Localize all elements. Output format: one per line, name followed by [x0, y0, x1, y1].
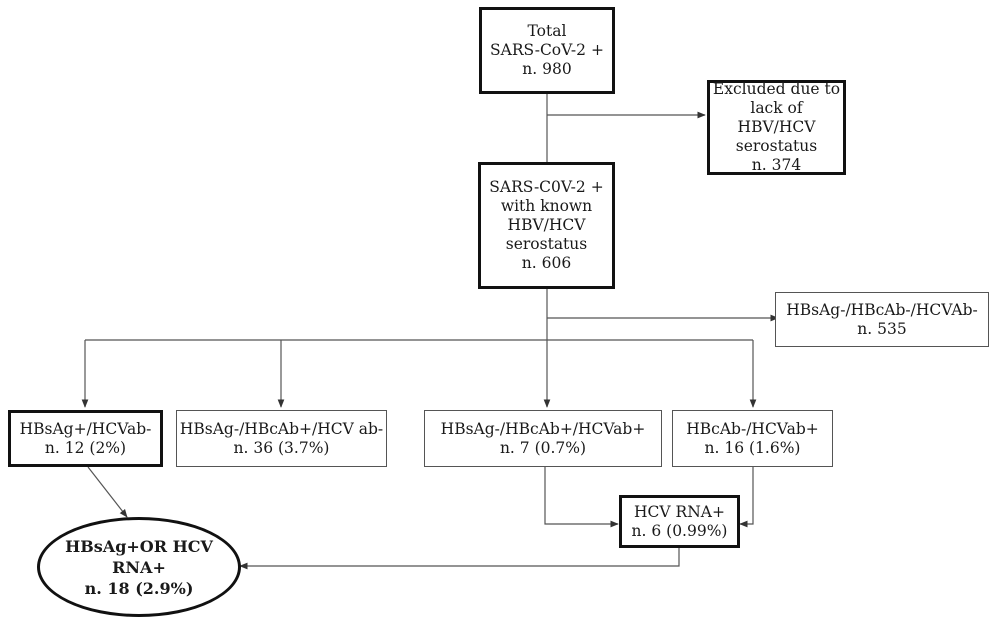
hbcab-hcv-line-2: n. 7 (0.7%): [499, 438, 587, 457]
total-line-2: SARS-CoV-2 +: [490, 41, 604, 59]
excluded-line-1: Excluded due to: [712, 80, 841, 98]
negative-line-1: HBsAg-/HBcAb-/HCVAb-: [786, 300, 978, 319]
hcv-line-1: HBcAb-/HCVab+: [686, 419, 819, 438]
known-line-5: n. 606: [521, 254, 572, 272]
hbcab-hcv-line-1: HBsAg-/HBcAb+/HCVab+: [440, 419, 646, 438]
total-box: Total SARS-CoV-2 + n. 980: [479, 7, 615, 94]
arrow-rna-to-outcome: [239, 548, 680, 570]
hcv-rna-line-1: HCV RNA+: [634, 502, 725, 521]
known-serostatus-box: SARS-C0V-2 + with known HBV/HCV serostat…: [478, 162, 615, 289]
hbsag-positive-box: HBsAg+/HCVab- n. 12 (2%): [8, 410, 163, 467]
hbcab-line-2: n. 36 (3.7%): [233, 438, 330, 457]
negative-line-2: n. 535: [857, 319, 907, 338]
hcv-positive-box: HBcAb-/HCVab+ n. 16 (1.6%): [672, 410, 833, 467]
known-line-3: HBV/HCV: [507, 216, 586, 234]
excluded-line-2: lack of HBV/HCV: [737, 99, 816, 136]
known-line-2: with known: [500, 197, 593, 215]
hbcab-line-1: HBsAg-/HBcAb+/HCV ab-: [179, 419, 384, 438]
outcome-line-2: n. 18 (2.9%): [84, 578, 194, 598]
arrow-hbcab-hcv-to-rna: [544, 467, 619, 528]
known-line-4: serostatus: [505, 235, 588, 253]
hbsag-line-1: HBsAg+/HCVab-: [19, 419, 152, 438]
hcv-rna-line-2: n. 6 (0.99%): [631, 521, 728, 540]
excluded-line-3: serostatus: [735, 137, 818, 155]
arrow-hcv-to-rna: [739, 467, 754, 528]
excluded-box: Excluded due to lack of HBV/HCV serostat…: [707, 80, 846, 175]
arrow-hbsag-to-outcome: [87, 466, 128, 518]
excluded-line-4: n. 374: [751, 156, 802, 174]
hbcab-positive-box: HBsAg-/HBcAb+/HCV ab- n. 36 (3.7%): [176, 410, 387, 467]
total-line-3: n. 980: [522, 60, 572, 78]
hcv-line-2: n. 16 (1.6%): [704, 438, 801, 457]
total-line-1: Total: [527, 22, 567, 40]
known-line-1: SARS-C0V-2 +: [489, 178, 604, 196]
hbsag-line-2: n. 12 (2%): [44, 438, 127, 457]
hbcab-hcv-positive-box: HBsAg-/HBcAb+/HCVab+ n. 7 (0.7%): [424, 410, 662, 467]
outcome-oval: HBsAg+OR HCV RNA+ n. 18 (2.9%): [37, 517, 241, 617]
hcv-rna-box: HCV RNA+ n. 6 (0.99%): [619, 495, 740, 548]
negative-box: HBsAg-/HBcAb-/HCVAb- n. 535: [775, 292, 989, 347]
outcome-line-1: HBsAg+OR HCV RNA+: [65, 536, 213, 577]
